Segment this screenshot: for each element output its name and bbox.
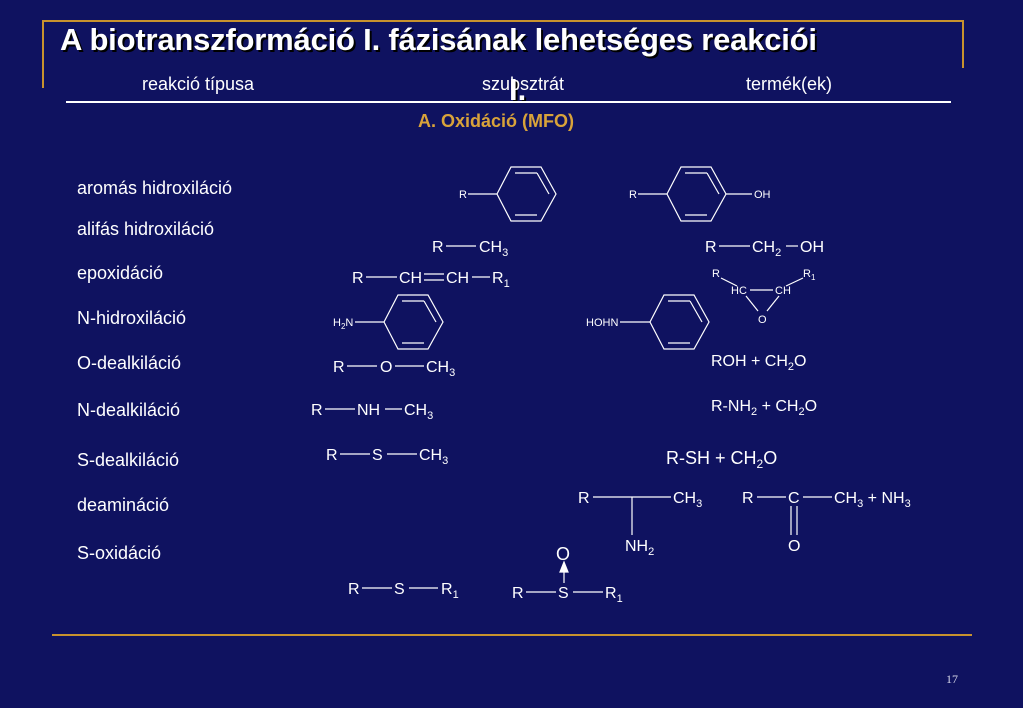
slide-title-tail: I.: [509, 72, 527, 107]
column-header-substrate: szubsztrát: [482, 74, 565, 94]
svg-text:R1: R1: [492, 270, 510, 290]
column-header-type: reakció típusa: [142, 74, 255, 94]
svg-text:O: O: [758, 314, 767, 326]
row-label-o-dealkylation: O-dealkiláció: [77, 353, 182, 373]
svg-text:R1: R1: [605, 585, 623, 605]
product-s-dealkylation: R-SH + CH2O: [666, 448, 777, 471]
frame-bottom-line: [52, 634, 972, 636]
page-number: 17: [946, 672, 958, 686]
svg-text:R: R: [512, 585, 524, 602]
svg-text:R: R: [629, 189, 637, 201]
svg-text:CH3: CH3: [419, 447, 448, 467]
row-label-aliphatic-hydroxylation: alifás hidroxiláció: [77, 219, 215, 239]
svg-text:CH: CH: [775, 285, 791, 297]
svg-text:CH3: CH3: [673, 490, 702, 510]
frame-right-line: [962, 20, 964, 68]
row-label-n-hydroxylation: N-hidroxiláció: [77, 308, 187, 328]
row-label-n-dealkylation: N-dealkiláció: [77, 400, 181, 420]
substrate-primary-amine: R CH3 NH2: [578, 490, 702, 558]
substrate-alkene: R CH CH R1: [352, 270, 510, 290]
svg-text:S: S: [558, 585, 569, 602]
product-hydroxylamine: HOHN: [586, 294, 710, 350]
substrate-thioether: R S CH3: [326, 447, 448, 467]
slide-title: A biotranszformáció I. fázisának lehetsé…: [60, 22, 817, 57]
product-phenol: R OH: [629, 166, 771, 222]
svg-text:O: O: [556, 544, 570, 564]
product-o-dealkylation: ROH + CH2O: [711, 353, 806, 373]
svg-text:HC: HC: [731, 285, 747, 297]
svg-text:NH: NH: [357, 402, 380, 419]
svg-text:R: R: [352, 270, 364, 287]
row-label-aromatic-hydroxylation: aromás hidroxiláció: [77, 178, 233, 198]
substrate-sulfide: R S R1: [348, 581, 459, 601]
svg-text:CH3: CH3: [404, 402, 433, 422]
substrate-amine: R NH CH3: [311, 402, 433, 422]
svg-text:R1: R1: [441, 581, 459, 601]
svg-text:S: S: [394, 581, 405, 598]
substrate-aromatic: R: [459, 166, 557, 222]
frame-top-line: [42, 20, 964, 22]
svg-text:CH3: CH3: [426, 359, 455, 379]
substrate-aniline: H2N: [333, 294, 444, 350]
svg-text:OH: OH: [800, 239, 824, 256]
svg-text:CH: CH: [399, 270, 422, 287]
header-rule: [66, 101, 951, 103]
row-label-epoxidation: epoxidáció: [77, 263, 164, 283]
svg-text:CH2: CH2: [752, 239, 781, 259]
product-alcohol: R CH2 OH: [705, 239, 824, 259]
row-label-deamination: deamináció: [77, 495, 170, 515]
row-label-s-oxidation: S-oxidáció: [77, 543, 162, 563]
frame-left-line: [42, 20, 44, 88]
svg-text:R1: R1: [803, 268, 816, 282]
svg-text:O: O: [788, 538, 800, 555]
svg-text:C: C: [788, 490, 800, 507]
svg-text:R: R: [326, 447, 338, 464]
svg-text:NH2: NH2: [625, 538, 654, 558]
svg-text:S: S: [372, 447, 383, 464]
column-header-products: termék(ek): [746, 74, 833, 94]
svg-text:R: R: [432, 239, 444, 256]
section-title: A. Oxidáció (MFO): [418, 111, 575, 131]
product-n-dealkylation: R-NH2 + CH2O: [711, 398, 817, 418]
product-ketone: R C CH3 + NH3 O: [742, 490, 911, 555]
product-sulfoxide: O R S R1: [512, 544, 623, 605]
svg-text:O: O: [380, 359, 392, 376]
svg-text:OH: OH: [754, 189, 771, 201]
svg-text:R: R: [705, 239, 717, 256]
svg-text:R: R: [578, 490, 590, 507]
svg-text:R: R: [742, 490, 754, 507]
svg-text:R: R: [459, 189, 467, 201]
product-epoxide: R R1 HC CH O: [712, 268, 816, 326]
substrate-alkane: R CH3: [432, 239, 508, 259]
svg-text:R: R: [712, 268, 720, 280]
svg-text:CH3: CH3: [479, 239, 508, 259]
svg-text:CH3 + NH3: CH3 + NH3: [834, 490, 911, 510]
svg-text:H2N: H2N: [333, 317, 353, 331]
row-label-s-dealkylation: S-dealkiláció: [77, 450, 180, 470]
svg-text:R: R: [348, 581, 360, 598]
svg-text:R: R: [333, 359, 345, 376]
substrate-ether: R O CH3: [333, 359, 455, 379]
svg-text:HOHN: HOHN: [586, 317, 618, 329]
svg-text:CH: CH: [446, 270, 469, 287]
svg-text:R: R: [311, 402, 323, 419]
